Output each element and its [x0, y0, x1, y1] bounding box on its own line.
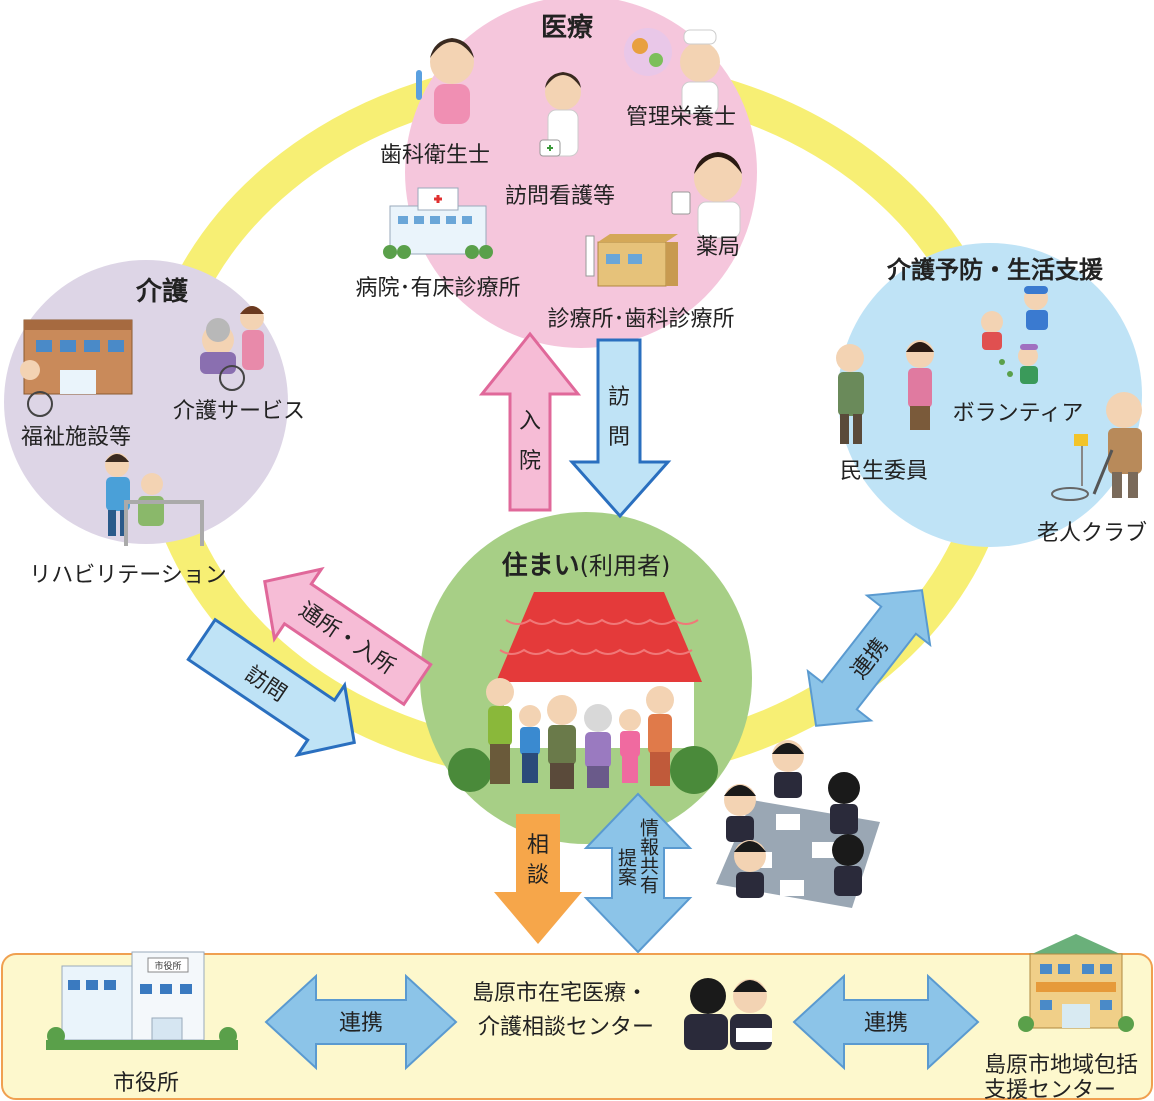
- info-share-arrow: 情報共有 提案: [583, 792, 693, 954]
- prevention-group: 介護予防・生活支援 民生委員 ボランティア: [836, 243, 1147, 547]
- volunteer-label: ボランティア: [953, 401, 1084, 426]
- elder-club-illustration: [1051, 392, 1142, 501]
- consult-label-2: 談: [527, 863, 549, 888]
- collab-right-arrow: 連携: [792, 973, 980, 1071]
- consult-arrow: 相 談: [494, 814, 582, 944]
- dietitian-illustration: [624, 28, 720, 115]
- bottom-band: 市役所 市役所 連携 島原市在宅医療・ 介護相談センター 連携: [1, 934, 1153, 1101]
- pharmacy-label: 薬局: [696, 235, 740, 260]
- dental-hygienist-label: 歯科衛生士: [380, 143, 490, 168]
- family-illustration: [486, 678, 674, 789]
- collab-left-label: 連携: [339, 1011, 383, 1036]
- facility-illustration: [20, 319, 133, 417]
- prevention-circle: [838, 243, 1142, 547]
- dental-hygienist-illustration: [416, 38, 474, 124]
- nurse-illustration: [539, 72, 581, 157]
- visit-down-arrow: 訪 問: [568, 338, 672, 519]
- clinic-illustration: [585, 234, 678, 287]
- city-hall-sign: 市役所: [154, 960, 181, 972]
- pharmacist-illustration: [671, 152, 742, 239]
- collab-diagonal-arrow: 連携: [806, 589, 932, 727]
- rehab-illustration: [105, 453, 204, 546]
- admission-label-2: 院: [519, 449, 541, 474]
- hospital-illustration: [383, 187, 493, 259]
- rehab-label: リハビリテーション: [29, 563, 227, 588]
- admission-arrow: 入 院: [478, 331, 582, 512]
- clinic-label: 診療所･歯科診療所: [547, 307, 734, 332]
- city-hall-illustration: 市役所: [46, 951, 238, 1050]
- prevention-title: 介護予防・生活支援: [886, 256, 1104, 284]
- admission-label-1: 入: [519, 409, 541, 434]
- support-center-illustration: [1018, 934, 1134, 1032]
- visit-diagonal-arrow: 訪問: [186, 617, 356, 758]
- facility-label: 福祉施設等: [21, 425, 131, 450]
- bottom-band-box: [1, 953, 1153, 1100]
- elder-club-label: 老人クラブ: [1037, 521, 1147, 546]
- hospital-label: 病院･有床診療所: [355, 276, 520, 301]
- dietitian-label: 管理栄養士: [626, 105, 736, 130]
- info-share-label: 情報共有: [637, 818, 659, 894]
- commissioner-illustration: [836, 340, 934, 444]
- care-service-label: 介護サービス: [173, 399, 305, 424]
- home-title-sub: (利用者): [580, 552, 671, 580]
- care-group: 介護 福祉施設等 介護サービス: [4, 260, 305, 588]
- care-title: 介護: [135, 276, 189, 307]
- home-nursing-label: 訪問看護等: [505, 184, 615, 209]
- consultation-illustration: [684, 978, 772, 1050]
- city-hall-label: 市役所: [113, 1071, 179, 1096]
- visit-down-label-2: 問: [608, 425, 630, 450]
- medical-group: 医療 歯科衛生士 管理栄養士 訪問看護等: [355, 0, 757, 348]
- support-center-label-1: 島原市地域包括: [984, 1053, 1138, 1078]
- meeting-illustration: [716, 740, 880, 908]
- medical-title: 医療: [541, 13, 594, 43]
- proposal-label: 提案: [615, 848, 637, 886]
- commissioner-label: 民生委員: [840, 459, 928, 484]
- care-service-illustration: [200, 306, 264, 391]
- home-title: 住まい(利用者): [502, 550, 671, 581]
- home-group: 住まい(利用者): [420, 512, 752, 844]
- center-label-1: 島原市在宅医療・: [472, 981, 648, 1006]
- collab-left-arrow: 連携: [264, 973, 458, 1071]
- consult-label-1: 相: [527, 833, 549, 858]
- center-label-2: 介護相談センター: [478, 1015, 654, 1040]
- visit-down-label-1: 訪: [608, 385, 630, 410]
- collab-right-label: 連携: [864, 1011, 908, 1036]
- volunteer-illustration: [981, 286, 1048, 384]
- support-center-label-2: 支援センター: [984, 1078, 1116, 1101]
- home-title-main: 住まい: [502, 550, 580, 581]
